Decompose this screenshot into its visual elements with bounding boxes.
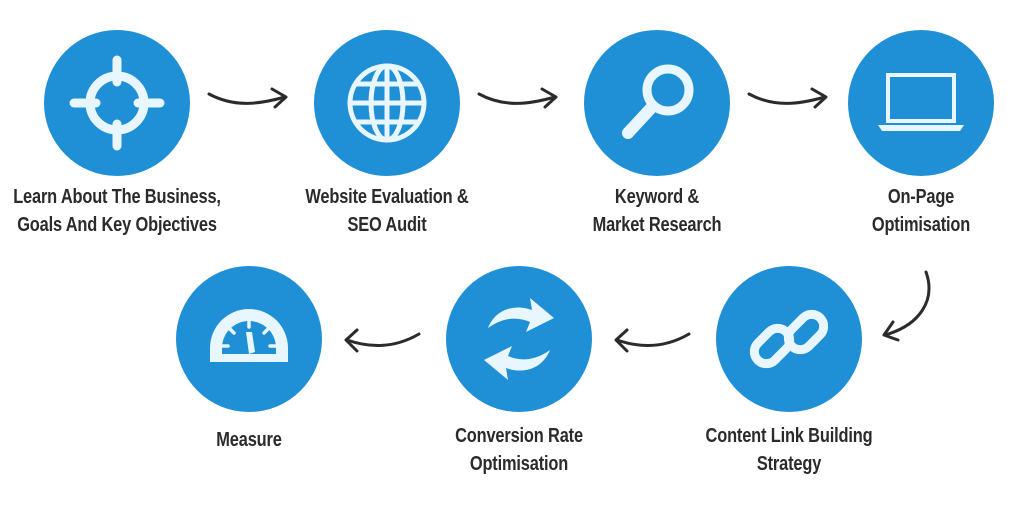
label-line: Measure (216, 429, 282, 451)
laptop-icon (878, 73, 964, 131)
label-line: Strategy (756, 453, 822, 475)
label-line: Goals And Key Objectives (17, 214, 217, 236)
step-label: Content Link Building Strategy (682, 422, 895, 478)
step-circle (446, 266, 592, 412)
arrow-right-icon (207, 87, 288, 109)
label-line: Website Evaluation & (305, 186, 469, 208)
label-line: Conversion Rate (455, 425, 583, 447)
step-circle (584, 30, 730, 176)
step-label: Learn About The Business, Goals And Key … (10, 183, 223, 239)
label-line: Content Link Building (705, 425, 873, 447)
chain-link-icon (749, 309, 829, 369)
label-line: SEO Audit (347, 214, 427, 236)
label-line: On-Page (887, 186, 955, 208)
step-label: Keyword & Market Research (550, 183, 763, 239)
arrow-right-icon (747, 87, 828, 109)
crosshair-icon (69, 55, 165, 151)
step-circle (44, 30, 190, 176)
label-line: Optimisation (469, 453, 569, 475)
globe-icon (347, 63, 427, 143)
arrow-left-icon (344, 328, 421, 353)
step-label: Measure (142, 426, 355, 454)
step-label: Website Evaluation & SEO Audit (280, 183, 493, 239)
label-line: Keyword & (614, 186, 700, 208)
arrow-right-icon (477, 87, 558, 109)
step-circle (314, 30, 460, 176)
label-line: Optimisation (871, 214, 971, 236)
label-line: Learn About The Business, (13, 186, 221, 208)
step-label: On-Page Optimisation (814, 183, 1024, 239)
step-circle (176, 266, 322, 412)
arrow-left-icon (614, 328, 691, 353)
step-circle (848, 30, 994, 176)
speedometer-icon (210, 309, 288, 362)
step-label: Conversion Rate Optimisation (412, 422, 625, 478)
step-circle (716, 266, 862, 412)
label-line: Market Research (592, 214, 722, 236)
magnifier-icon (622, 64, 694, 139)
arrow-curve-down-icon (882, 270, 931, 342)
refresh-icon (484, 298, 554, 380)
